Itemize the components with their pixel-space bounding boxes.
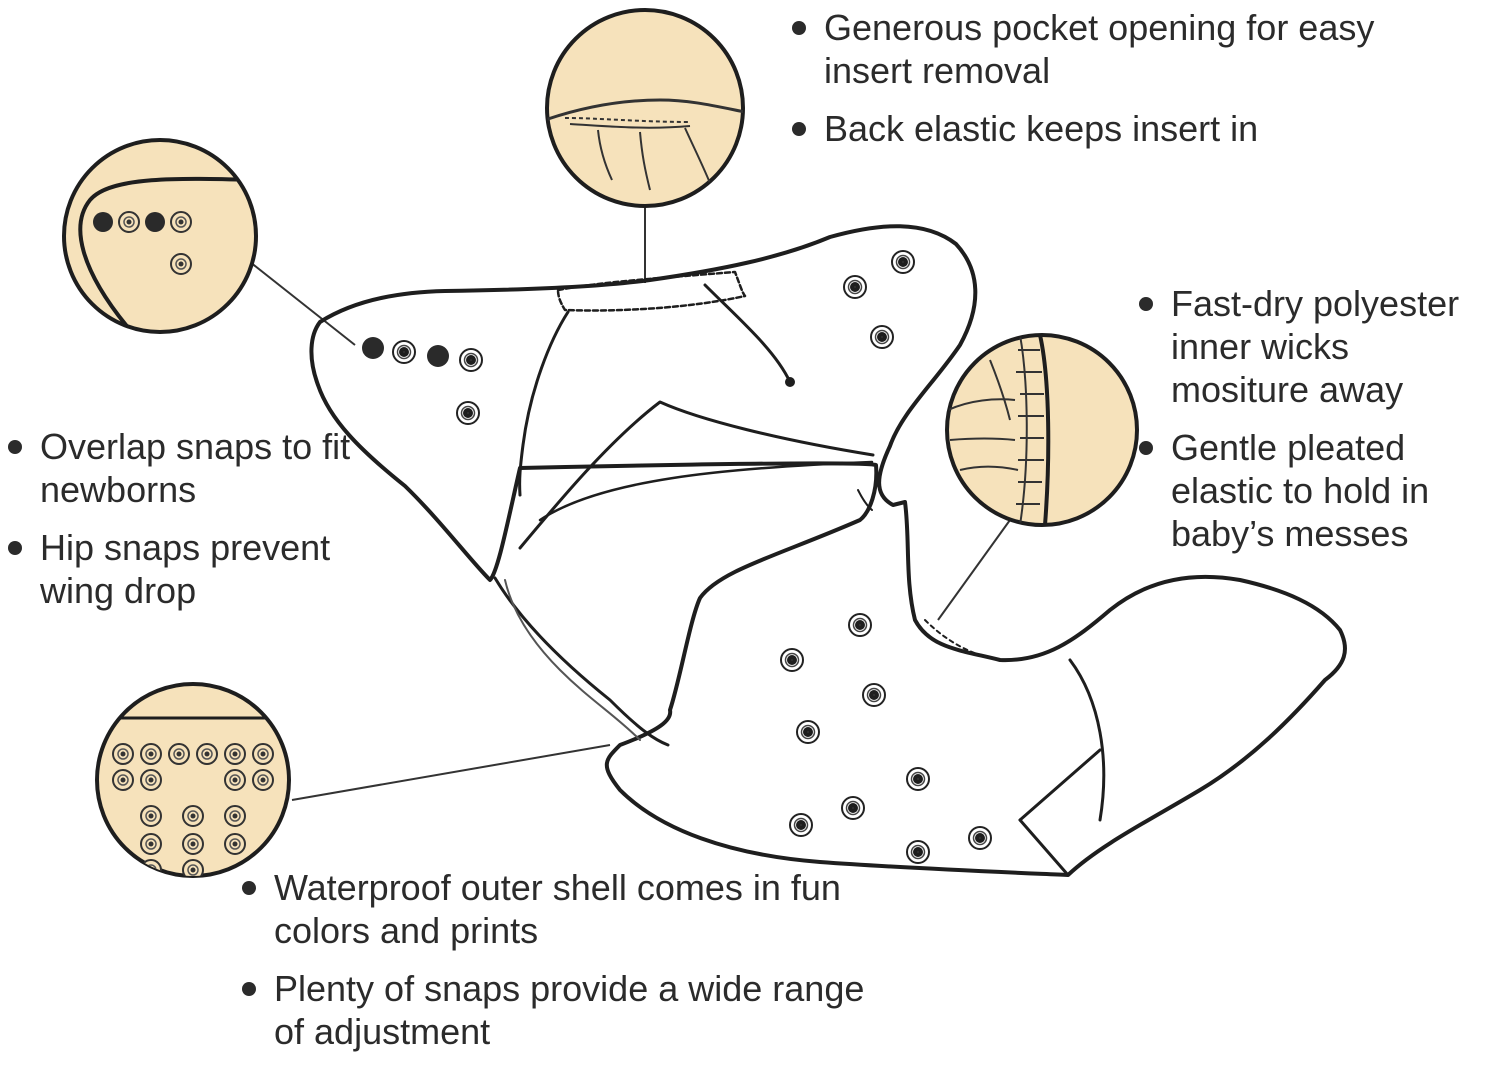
callout-item: Hip snaps prevent wing drop bbox=[6, 526, 366, 612]
overlap-snaps-zoom-icon bbox=[62, 138, 258, 334]
callout-item: Generous pocket opening for easy insert … bbox=[790, 6, 1410, 92]
callout-item: Gentle pleated elastic to hold in baby’s… bbox=[1137, 426, 1497, 555]
callout-overlap: Overlap snaps to fit newborns Hip snaps … bbox=[6, 425, 366, 627]
callout-item: Plenty of snaps provide a wide range of … bbox=[240, 967, 880, 1053]
callout-pocket: Generous pocket opening for easy insert … bbox=[790, 6, 1410, 165]
inner-elastic-zoom-icon bbox=[945, 333, 1139, 527]
callout-item: Back elastic keeps insert in bbox=[790, 107, 1410, 150]
callout-inner: Fast-dry polyester inner wicks mositure … bbox=[1137, 282, 1497, 570]
diaper-illustration bbox=[309, 224, 1347, 877]
snap-grid-zoom-icon bbox=[95, 682, 291, 878]
callout-item: Waterproof outer shell comes in fun colo… bbox=[240, 866, 880, 952]
pocket-zoom-icon bbox=[545, 8, 745, 208]
callout-item: Fast-dry polyester inner wicks mositure … bbox=[1137, 282, 1497, 411]
callout-shell: Waterproof outer shell comes in fun colo… bbox=[240, 866, 880, 1068]
callout-item: Overlap snaps to fit newborns bbox=[6, 425, 366, 511]
leader-lines bbox=[249, 205, 1011, 801]
